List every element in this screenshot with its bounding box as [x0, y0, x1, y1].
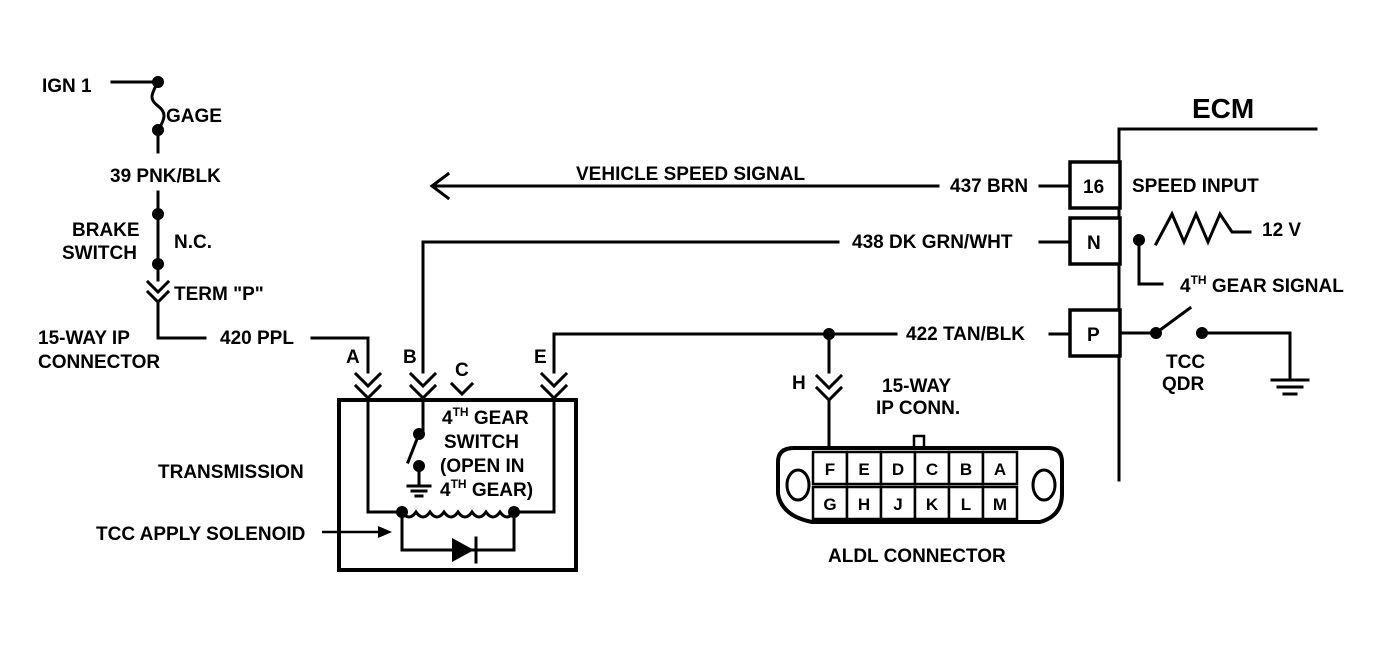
pin-c-label: C	[455, 360, 469, 381]
aldl-pin-cell-m	[981, 485, 1019, 521]
ip-connector-label-1: 15-WAY IP	[38, 328, 130, 349]
gear-switch-label-1: 4TH GEAR	[442, 405, 529, 429]
normally-closed-label: N.C.	[174, 232, 212, 253]
ecm-housing	[1117, 127, 1318, 482]
term-p-connector-chevron	[145, 279, 171, 305]
ecm-pin-n: N	[1087, 233, 1101, 254]
aldl-pin-h-label: H	[792, 373, 806, 394]
aldl-pin-h-chevron	[814, 373, 844, 403]
wire-39-label: 39 PNK/BLK	[110, 166, 221, 187]
pin-e-chevron	[539, 371, 569, 401]
aldl-pin-b: B	[960, 460, 972, 479]
aldl-pin-cell-f	[811, 450, 849, 486]
aldl-ip-conn-label-2: IP CONN.	[876, 398, 960, 419]
aldl-connector-label: ALDL CONNECTOR	[828, 546, 1006, 567]
wire-420-label: 420 PPL	[220, 328, 294, 349]
pullup-resistor-symbol	[1153, 210, 1252, 247]
transmission-label: TRANSMISSION	[158, 462, 304, 483]
qdr-ground-wire	[1200, 331, 1292, 380]
gear-signal-wire	[1137, 238, 1164, 286]
tcc-label: TCC	[1166, 352, 1205, 373]
aldl-pin-cell-h	[845, 485, 883, 521]
vss-arrowhead	[429, 171, 451, 201]
aldl-pin-e: E	[858, 460, 869, 479]
aldl-pin-h: H	[858, 495, 870, 514]
ecm-pin-p-box	[1068, 308, 1122, 358]
aldl-pin-m: M	[993, 495, 1007, 514]
solenoid-leader-arrow	[378, 526, 392, 538]
brake-switch-label-2: SWITCH	[62, 243, 137, 264]
pin-a-chevron	[353, 371, 383, 401]
ign1-label: IGN 1	[42, 76, 92, 97]
aldl-pin-f: F	[825, 460, 835, 479]
gage-fuse-label: GAGE	[166, 106, 222, 127]
solenoid-label: TCC APPLY SOLENOID	[96, 524, 305, 545]
wire-437-label: 437 BRN	[950, 176, 1028, 197]
gear-switch-label-4: 4TH GEAR)	[440, 477, 533, 501]
aldl-pin-g: G	[823, 495, 836, 514]
pin-e-label: E	[534, 347, 547, 368]
aldl-pin-j: J	[893, 495, 902, 514]
speed-input-label: SPEED INPUT	[1132, 176, 1259, 197]
aldl-pin-grid: F E D C B A G H J K L M	[811, 450, 1019, 521]
wire-422	[552, 332, 898, 374]
wire-422-label: 422 TAN/BLK	[906, 324, 1025, 345]
ecm-pin-n-box	[1068, 216, 1122, 266]
qdr-label: QDR	[1162, 374, 1205, 395]
term-p-label: TERM "P"	[174, 284, 264, 305]
pin-b-label: B	[403, 347, 417, 368]
aldl-ip-conn-label-1: 15-WAY	[882, 376, 951, 397]
pin-b-chevron	[408, 371, 438, 401]
gage-fuse-symbol	[150, 79, 166, 133]
aldl-pin-cell-g	[811, 485, 849, 521]
ecm-volts-label: 12 V	[1262, 220, 1301, 241]
solenoid-return-wire	[512, 396, 556, 514]
pin-c-chevron	[449, 381, 475, 397]
gear-signal-label: 4TH GEAR SIGNAL	[1180, 273, 1344, 297]
aldl-right-latch	[1031, 468, 1057, 502]
wire-420-right	[310, 336, 370, 374]
aldl-pin-l: L	[961, 495, 971, 514]
aldl-key-tab	[912, 434, 926, 450]
aldl-pin-c: C	[926, 460, 938, 479]
ecm-pin-16-box	[1068, 160, 1122, 210]
aldl-pin-d: D	[892, 460, 904, 479]
solenoid-feed-wire	[366, 396, 404, 514]
solenoid-coil-symbol	[399, 509, 517, 519]
ip-connector-label-2: CONNECTOR	[38, 352, 160, 373]
ecm-pin-p: P	[1087, 325, 1100, 346]
aldl-pin-k: K	[926, 495, 939, 514]
transmission-box	[337, 398, 578, 572]
diode-icon	[452, 538, 474, 562]
gear-switch-blade	[406, 432, 421, 464]
gear-switch-label-3: (OPEN IN	[440, 456, 524, 477]
qdr-switch-blade	[1153, 305, 1193, 336]
aldl-pin-cell-c	[913, 450, 951, 486]
aldl-pin-cell-a	[981, 450, 1019, 486]
wire-438	[421, 240, 840, 374]
gear-switch-ground-icon	[406, 484, 432, 498]
pin-a-label: A	[346, 347, 360, 368]
wire-420-left	[156, 302, 207, 340]
aldl-pin-cell-d	[879, 450, 917, 486]
aldl-pin-a: A	[994, 460, 1006, 479]
ground-icon	[1270, 378, 1310, 396]
aldl-pin-cell-e	[845, 450, 883, 486]
vss-label: VEHICLE SPEED SIGNAL	[576, 164, 805, 185]
wire-438-label: 438 DK GRN/WHT	[852, 232, 1013, 253]
brake-switch-label-1: BRAKE	[72, 220, 140, 241]
ecm-pin-16: 16	[1083, 177, 1104, 198]
gear-switch-label-2: SWITCH	[444, 432, 519, 453]
aldl-connector: F E D C B A G H J K L M	[776, 434, 1064, 524]
aldl-left-latch	[785, 468, 811, 502]
ecm-title: ECM	[1192, 93, 1254, 124]
